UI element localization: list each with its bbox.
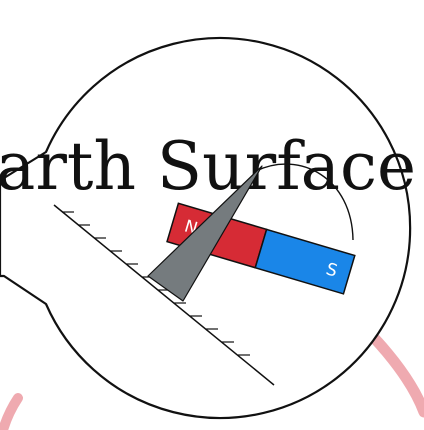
heading-text-in-lens: Earth Surface <box>0 128 416 205</box>
background-arc-lower <box>3 398 18 430</box>
